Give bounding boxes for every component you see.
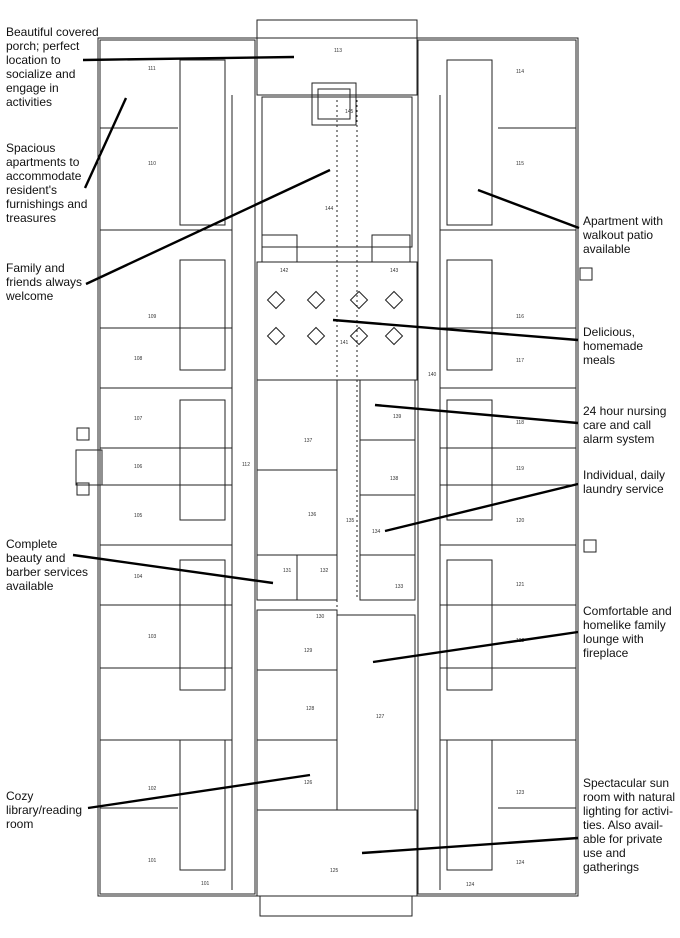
room-131-outline xyxy=(256,554,298,601)
building-outline xyxy=(97,37,579,897)
room-label: 144 xyxy=(325,206,334,212)
room-138-outline xyxy=(359,439,416,496)
callout-apartments: Spacious apartments to accommodate resid… xyxy=(6,141,88,225)
sunroom-entry xyxy=(259,895,413,917)
callout-sunroom: Spectacular sun room with natural lighti… xyxy=(583,776,676,874)
room-label: 101 xyxy=(148,858,157,864)
leader-family xyxy=(85,168,331,286)
library-outline xyxy=(256,739,338,811)
room-label: 132 xyxy=(320,568,329,574)
room-label: 142 xyxy=(280,268,289,274)
room-label: 129 xyxy=(304,648,313,654)
callout-family: Family and friends always welcome xyxy=(6,261,83,303)
room-label: 120 xyxy=(516,518,525,524)
room-label: 134 xyxy=(372,529,381,535)
leader-meals xyxy=(332,318,579,342)
leader-patio xyxy=(477,188,580,230)
leader-sunroom xyxy=(361,836,579,855)
callout-lounge: Comfortable and homelike family lounge w… xyxy=(583,604,672,660)
leader-porch xyxy=(82,55,295,62)
callout-patio: Apartment with walkout patio available xyxy=(583,214,664,256)
room-label: 102 xyxy=(148,786,157,792)
room-130-outline xyxy=(256,609,338,671)
callout-meals: Delicious, homemade meals xyxy=(583,325,644,367)
room-label: 114 xyxy=(516,69,524,75)
room-label: 124 xyxy=(466,882,475,888)
room-144-outline xyxy=(261,96,413,248)
room-label: 119 xyxy=(516,466,524,472)
lounge-outline xyxy=(336,614,416,811)
room-label: 123 xyxy=(516,790,525,796)
room-label: 133 xyxy=(395,584,404,590)
room-label: 136 xyxy=(308,512,317,518)
left-wing xyxy=(99,39,256,895)
room-label: 110 xyxy=(148,161,156,167)
room-label: 117 xyxy=(516,358,524,364)
room-label: 104 xyxy=(134,574,143,580)
room-label: 108 xyxy=(134,356,143,362)
kitchen-outline xyxy=(256,379,338,471)
room-label: 103 xyxy=(148,634,157,640)
right-wing xyxy=(417,39,577,895)
room-label: 109 xyxy=(148,314,157,320)
leader-lines xyxy=(72,55,580,855)
leader-beauty xyxy=(72,553,274,585)
callout-nursing: 24 hour nursing care and call alarm syst… xyxy=(583,404,667,446)
room-label: 106 xyxy=(134,464,143,470)
room-label: 118 xyxy=(516,420,524,426)
room-label: 140 xyxy=(428,372,437,378)
room-label: 124 xyxy=(516,860,525,866)
room-label: 115 xyxy=(516,161,524,167)
dining-tables xyxy=(266,290,404,346)
room-label: 128 xyxy=(306,706,315,712)
room-label: 145 xyxy=(345,109,354,115)
room-label: 138 xyxy=(390,476,399,482)
room-136-outline xyxy=(256,469,338,556)
room-label: 137 xyxy=(304,438,313,444)
room-label: 101 xyxy=(201,881,210,887)
callout-beauty: Complete beauty and barber services avai… xyxy=(6,537,89,593)
room-label: 141 xyxy=(340,340,349,346)
room-label: 130 xyxy=(316,614,325,620)
elevator-inner xyxy=(317,88,351,120)
room-label: 143 xyxy=(390,268,399,274)
room-label: 135 xyxy=(346,518,355,524)
room-label: 131 xyxy=(283,568,292,574)
room-128-outline xyxy=(256,669,338,741)
room-133-outline xyxy=(359,554,416,601)
leader-lounge xyxy=(372,630,579,664)
elevator xyxy=(311,82,357,126)
sunroom-outline xyxy=(256,809,418,897)
room-label: 111 xyxy=(148,66,156,72)
nurse-station-outline xyxy=(359,379,416,441)
callout-laundry: Individual, daily laundry service xyxy=(583,468,666,496)
room-label: 107 xyxy=(134,416,143,422)
room-label: 105 xyxy=(134,513,143,519)
room-label: 127 xyxy=(376,714,385,720)
room-label: 116 xyxy=(516,314,524,320)
room-label: 121 xyxy=(516,582,525,588)
room-label: 125 xyxy=(330,868,339,874)
callout-porch: Beautiful covered porch; perfect locatio… xyxy=(6,25,99,109)
callout-library: Cozy library/reading room xyxy=(6,789,83,831)
leader-apartments xyxy=(83,97,128,189)
leader-laundry xyxy=(384,482,579,533)
room-label: 113 xyxy=(334,48,342,54)
room-label: 112 xyxy=(242,462,250,468)
room-label: 139 xyxy=(393,414,402,420)
room-label: 126 xyxy=(304,780,313,786)
leader-library xyxy=(87,773,311,810)
room-132-outline xyxy=(296,554,338,601)
leader-nursing xyxy=(374,403,579,425)
